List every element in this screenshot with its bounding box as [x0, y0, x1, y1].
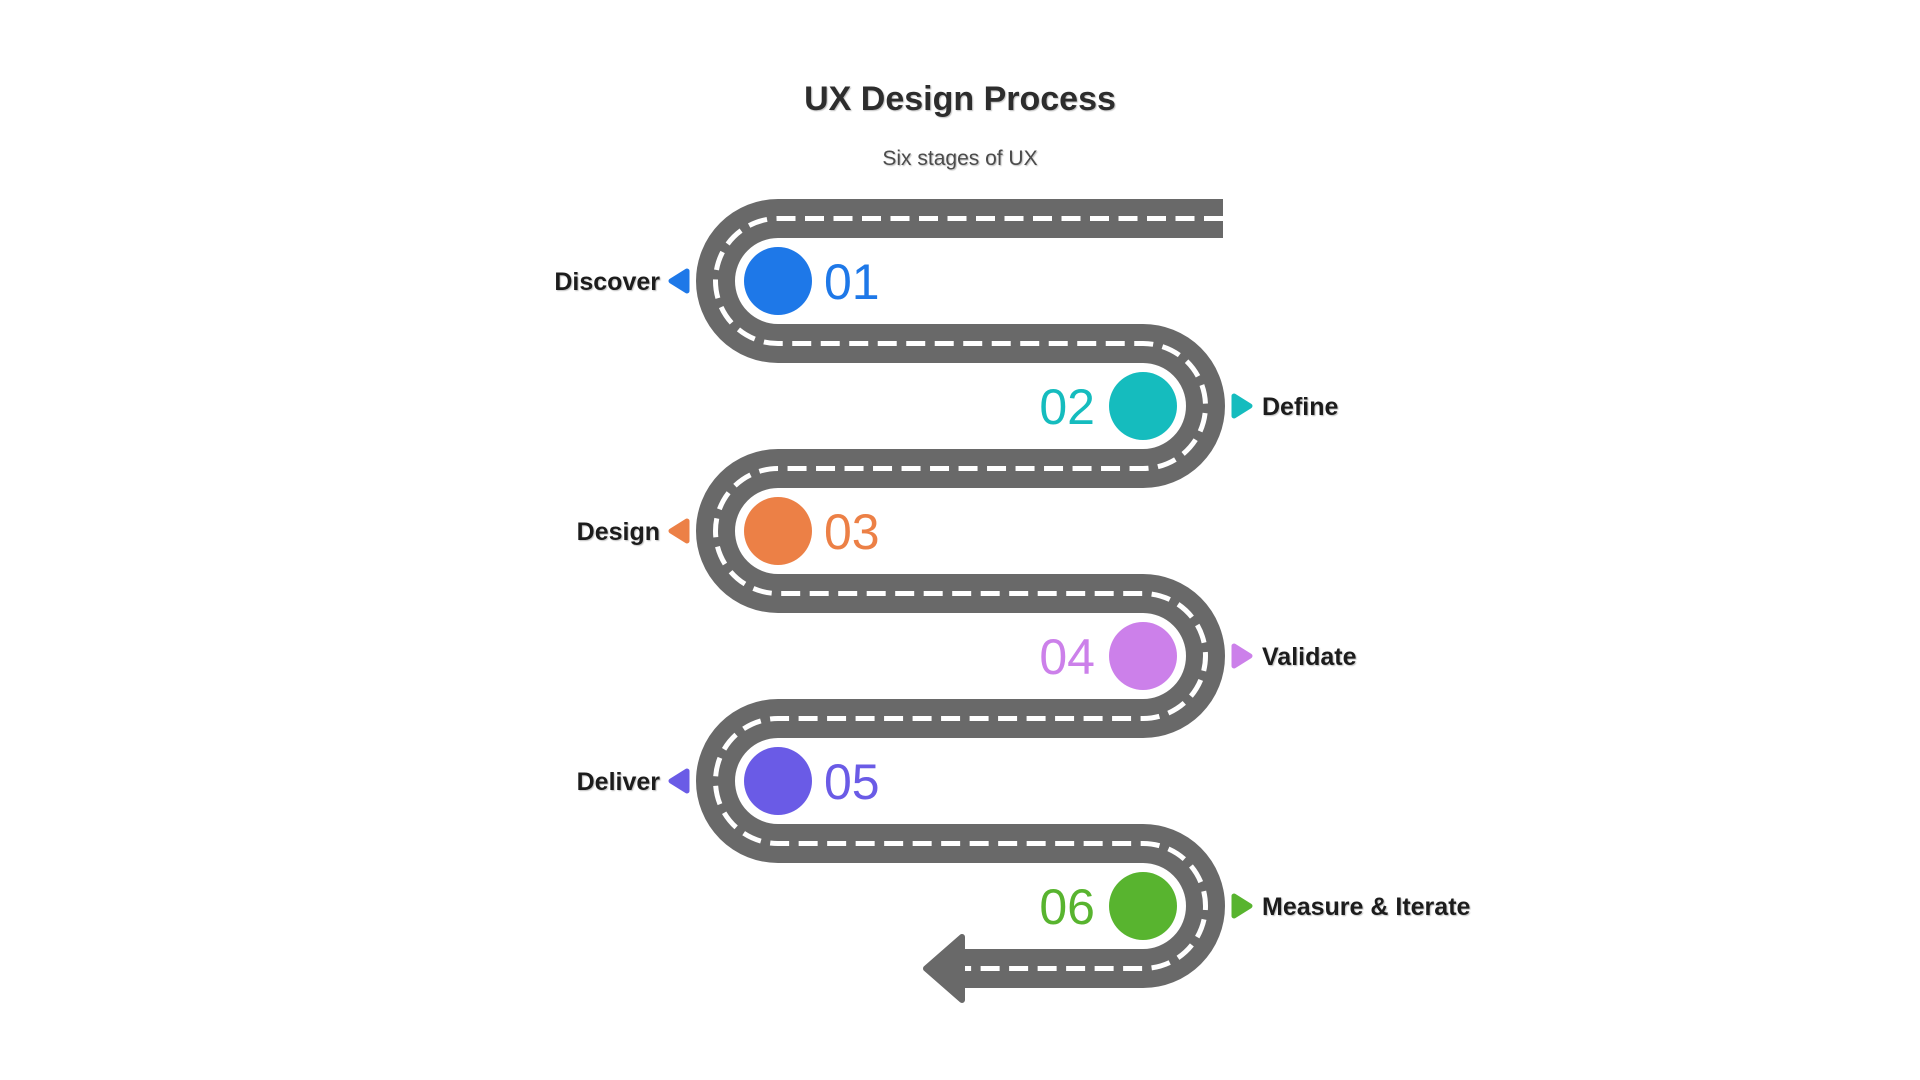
stage-3-pointer-triangle-icon [668, 518, 690, 544]
stage-3-number: 03 [824, 504, 880, 560]
stage-2-pointer-triangle-icon [1231, 393, 1253, 419]
stage-5-pointer-triangle-icon [668, 768, 690, 794]
stage-deliver: 05 Deliver [577, 747, 880, 815]
stage-1-label: Discover [554, 268, 660, 296]
stage-1-marker-circle [744, 247, 812, 315]
stage-3-marker-circle [744, 497, 812, 565]
stage-6-number: 06 [1039, 879, 1095, 935]
road-end-arrowhead-icon [923, 934, 965, 1003]
stage-define: 02 Define [1039, 372, 1339, 440]
stage-design: 03 Design [577, 497, 880, 565]
stage-4-marker-circle [1109, 622, 1177, 690]
stage-validate: 04 Validate [1039, 622, 1357, 690]
stage-2-label: Define [1262, 393, 1339, 421]
stage-4-number: 04 [1039, 629, 1095, 685]
stage-2-marker-circle [1109, 372, 1177, 440]
stage-3-label: Design [577, 518, 660, 546]
stage-4-label: Validate [1262, 643, 1357, 671]
page-subtitle: Six stages of UX [882, 147, 1037, 170]
stage-discover: 01 Discover [554, 247, 880, 315]
stage-6-marker-circle [1109, 872, 1177, 940]
road-center-dashed-line [713, 216, 1223, 971]
stage-6-pointer-triangle-icon [1231, 893, 1253, 919]
stage-2-number: 02 [1039, 379, 1095, 435]
stage-5-label: Deliver [577, 768, 661, 796]
stage-5-number: 05 [824, 754, 880, 810]
stage-1-pointer-triangle-icon [668, 268, 690, 294]
stage-measure-iterate: 06 Measure & Iterate [1039, 872, 1471, 940]
stage-1-number: 01 [824, 254, 880, 310]
stage-4-pointer-triangle-icon [1231, 643, 1253, 669]
stage-6-label: Measure & Iterate [1262, 893, 1471, 921]
page-title: UX Design Process [804, 80, 1116, 118]
stage-5-marker-circle [744, 747, 812, 815]
